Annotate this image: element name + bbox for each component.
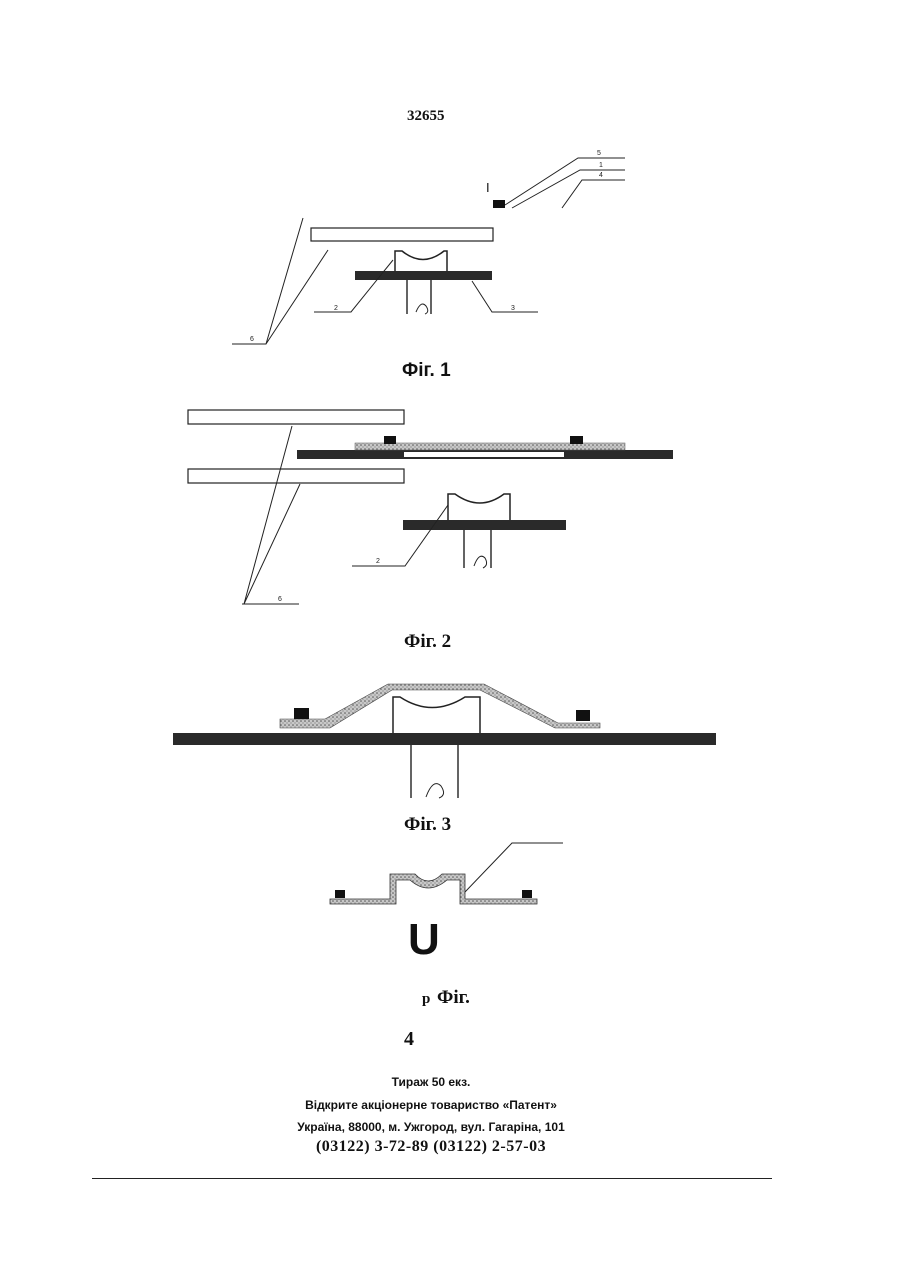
footer-phones: (03122) 3-72-89 (03122) 2-57-03 bbox=[0, 1138, 862, 1156]
fig1-label-4: 4 bbox=[599, 172, 603, 179]
fig1-leader-lines bbox=[505, 158, 625, 208]
fig1-leader-2 bbox=[314, 260, 393, 312]
figure-3 bbox=[173, 684, 716, 798]
fig2-caption: Фіг. 2 bbox=[404, 631, 451, 653]
footer-address: Україна, 88000, м. Ужгород, вул. Гагарін… bbox=[0, 1120, 862, 1134]
fig3-clamp-left bbox=[294, 708, 309, 719]
fig2-rod-break bbox=[474, 556, 487, 568]
fig2-frame-opening bbox=[404, 452, 564, 457]
fig1-leader-3 bbox=[472, 281, 538, 312]
fig2-base-plate bbox=[403, 520, 566, 530]
fig2-label-6: 6 bbox=[278, 596, 282, 603]
fig2-leader-6 bbox=[242, 426, 300, 604]
fig3-base-bar bbox=[173, 733, 716, 745]
fig1-label-3: 3 bbox=[511, 305, 515, 312]
fig4-clamp-right bbox=[522, 890, 532, 898]
fig2-punch bbox=[448, 494, 510, 521]
figure-2: 2 6 bbox=[188, 410, 673, 604]
page-number: 4 bbox=[404, 1028, 414, 1051]
fig2-clamp-left bbox=[384, 436, 396, 444]
fig1-punch bbox=[395, 251, 447, 272]
fig4-leader bbox=[465, 843, 563, 892]
fig3-rod bbox=[411, 745, 458, 798]
fig1-label-6: 6 bbox=[250, 336, 254, 343]
fig3-caption: Фіг. 3 bbox=[404, 814, 451, 836]
fig3-punch bbox=[393, 697, 480, 733]
fig2-sheet bbox=[355, 443, 625, 450]
fig1-label-i: I bbox=[486, 180, 490, 195]
fig1-caption: Фіг. 1 bbox=[402, 360, 451, 382]
fig2-lower-plate bbox=[188, 469, 404, 483]
fig1-label-1: 1 bbox=[599, 162, 603, 169]
figure-1: 5 1 4 I 2 3 6 bbox=[232, 150, 625, 344]
fig4-glyph: U bbox=[408, 915, 440, 964]
fig1-base-plate bbox=[355, 271, 492, 280]
fig1-rod-break bbox=[416, 304, 428, 314]
fig4-formed-part bbox=[330, 874, 537, 904]
fig2-label-2: 2 bbox=[376, 558, 380, 565]
fig1-label-2: 2 bbox=[334, 305, 338, 312]
footer-divider bbox=[92, 1178, 772, 1179]
fig4-caption-prefix: р bbox=[422, 991, 430, 1008]
fig3-rod-break bbox=[426, 784, 444, 798]
fig4-caption: Фіг. bbox=[437, 987, 470, 1009]
fig2-leader-2 bbox=[352, 505, 448, 566]
fig3-clamp-right bbox=[576, 710, 590, 721]
footer-print-run: Тираж 50 екз. bbox=[0, 1075, 862, 1089]
fig4-clamp-left bbox=[335, 890, 345, 898]
fig2-upper-plate bbox=[188, 410, 404, 424]
fig1-upper-plate bbox=[311, 228, 493, 241]
figure-4: U bbox=[330, 843, 563, 964]
footer-publisher: Відкрите акціонерне товариство «Патент» bbox=[0, 1098, 862, 1112]
fig1-label-5: 5 bbox=[597, 150, 601, 157]
fig2-clamp-right bbox=[570, 436, 583, 444]
fig1-clamp bbox=[493, 200, 505, 208]
